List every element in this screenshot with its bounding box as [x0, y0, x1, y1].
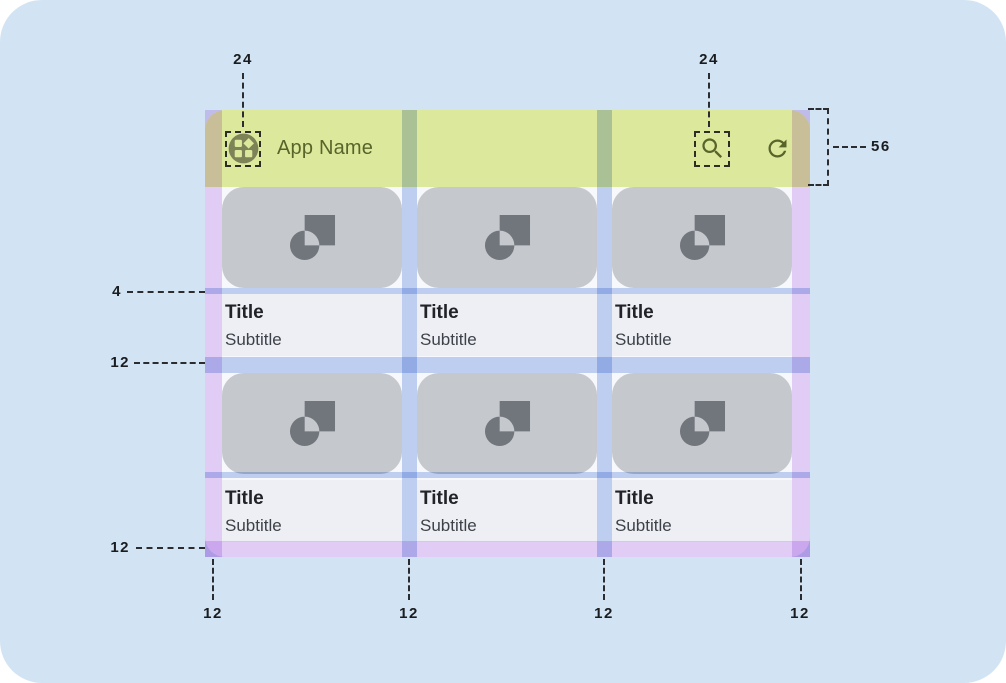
measure-label-gutter-2: 12 [594, 605, 614, 622]
card-subtitle: Subtitle [615, 330, 672, 349]
card-subtitle: Subtitle [225, 330, 282, 349]
image-placeholder-icon [484, 400, 530, 446]
card-subtitle: Subtitle [615, 515, 672, 535]
measure-line-row-spacing [134, 362, 205, 364]
card-title: Title [615, 487, 654, 509]
measure-label-app-icon: 24 [233, 51, 253, 68]
measure-line-appbar-height [833, 146, 866, 148]
card[interactable]: Title Subtitle [417, 187, 597, 356]
app-icon-measure-box [225, 130, 261, 167]
card-text-block: Title Subtitle [222, 479, 402, 542]
card-title: Title [420, 487, 459, 509]
measure-line-app-icon [242, 73, 244, 127]
card-text-block: Title Subtitle [222, 294, 402, 356]
card[interactable]: Title Subtitle [222, 187, 402, 356]
card-text-block: Title Subtitle [417, 294, 597, 356]
measure-label-right-margin: 12 [790, 605, 810, 622]
measure-line-gutter-2 [603, 559, 605, 600]
search-icon[interactable] [699, 135, 726, 162]
card-text-block: Title Subtitle [612, 294, 792, 356]
card[interactable]: Title Subtitle [612, 187, 792, 356]
image-placeholder-icon [289, 214, 335, 261]
card-grid: Title Subtitle Title Subtitle [222, 187, 792, 542]
image-placeholder-icon [289, 400, 335, 446]
measure-label-gutter-1: 12 [399, 605, 419, 622]
card-subtitle: Subtitle [420, 330, 477, 349]
card-text-block: Title Subtitle [612, 479, 792, 542]
measure-label-row-spacing: 12 [110, 354, 130, 371]
card-title: Title [420, 302, 459, 323]
image-placeholder-icon [679, 214, 725, 261]
measure-line-search-icon [708, 73, 710, 127]
card-image-placeholder [417, 372, 597, 474]
measure-label-appbar-height: 56 [871, 138, 891, 155]
card[interactable]: Title Subtitle [417, 372, 597, 542]
card[interactable]: Title Subtitle [222, 372, 402, 542]
card-image-placeholder [222, 372, 402, 474]
app-window: App Name [205, 110, 810, 557]
card-title: Title [225, 487, 264, 509]
search-icon-measure-box [694, 130, 730, 167]
measure-line-left-margin [212, 559, 214, 600]
card-image-placeholder [417, 187, 597, 288]
card-subtitle: Subtitle [225, 515, 282, 535]
image-placeholder-icon [679, 400, 725, 446]
top-app-bar: App Name [205, 110, 810, 187]
card-title: Title [615, 302, 654, 323]
measure-label-search-icon: 24 [699, 51, 719, 68]
refresh-icon[interactable] [764, 135, 791, 162]
measure-line-gutter-1 [408, 559, 410, 600]
card-text-block: Title Subtitle [417, 479, 597, 542]
app-launcher-icon [228, 133, 259, 164]
measure-label-bottom-margin: 12 [110, 539, 130, 556]
card-subtitle: Subtitle [420, 515, 477, 535]
measure-bracket-top [808, 108, 829, 110]
measure-label-left-margin: 12 [203, 605, 223, 622]
measure-bracket-bottom [808, 184, 829, 186]
card[interactable]: Title Subtitle [612, 372, 792, 542]
measure-label-image-text-gap: 4 [112, 283, 122, 300]
measure-line-right-margin [800, 559, 802, 600]
app-name-title: App Name [277, 137, 374, 159]
card-title: Title [225, 302, 264, 323]
card-image-placeholder [612, 372, 792, 474]
image-placeholder-icon [484, 214, 530, 261]
measure-line-image-text-gap [127, 291, 205, 293]
card-image-placeholder [222, 187, 402, 288]
card-image-placeholder [612, 187, 792, 288]
measure-bracket-vertical [827, 108, 829, 186]
app-mockup: App Name [205, 110, 810, 557]
measure-line-bottom-margin [136, 547, 205, 549]
